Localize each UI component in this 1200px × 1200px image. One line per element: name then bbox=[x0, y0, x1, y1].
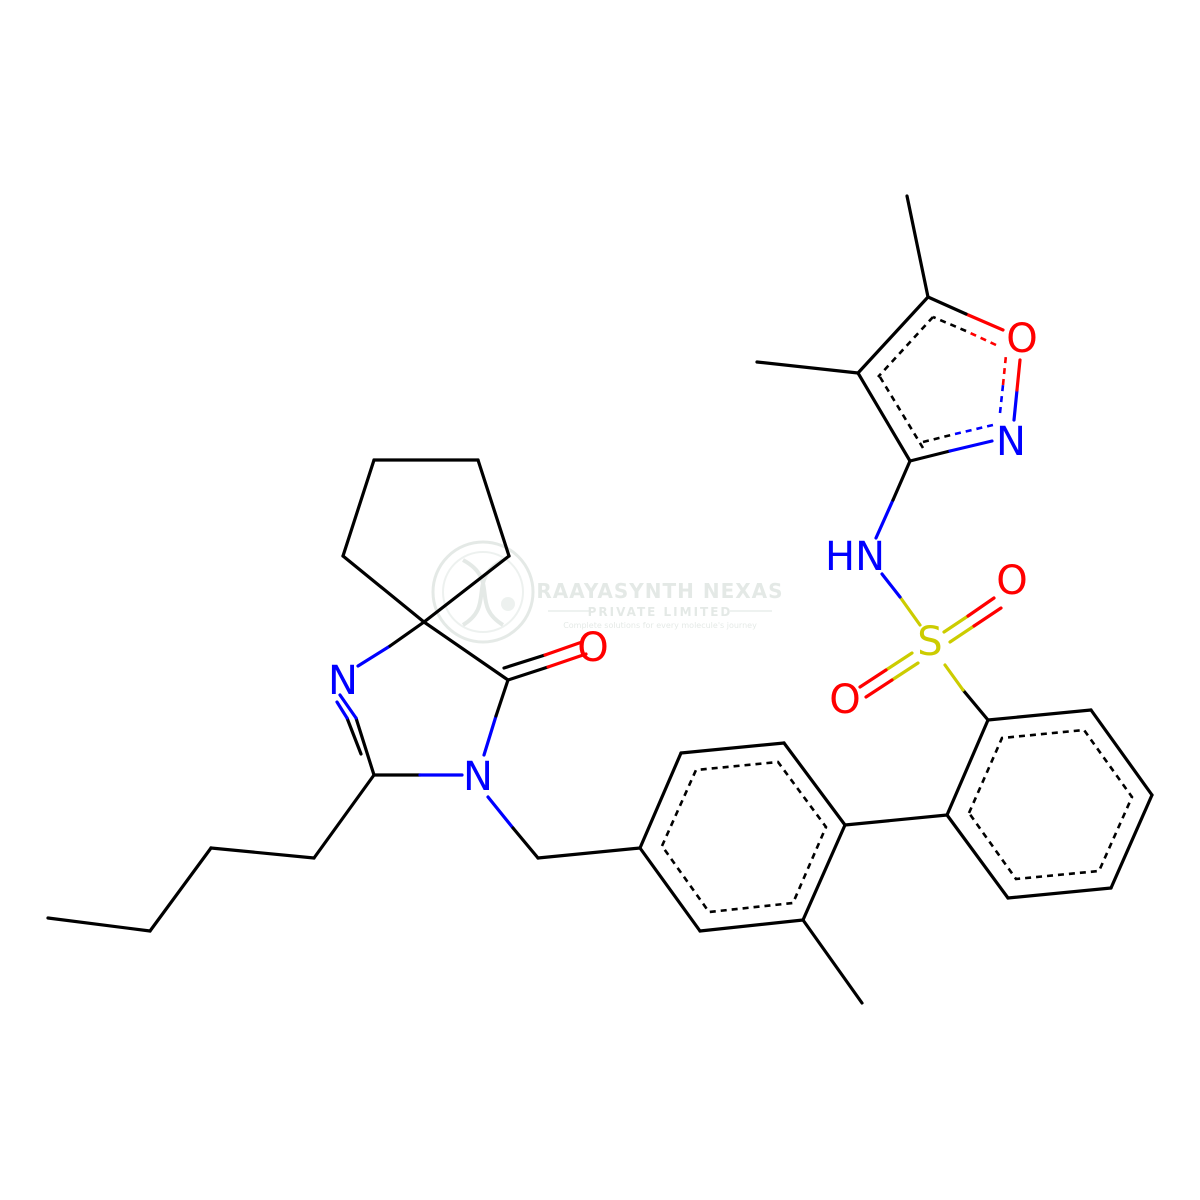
bond bbox=[46, 916, 152, 933]
bond bbox=[354, 716, 376, 777]
bond bbox=[948, 439, 994, 453]
bond bbox=[422, 554, 511, 624]
bond bbox=[1109, 793, 1154, 890]
bond bbox=[964, 312, 1005, 332]
atom-sulfonyl-oxygen-2: O bbox=[829, 677, 860, 723]
atom-sulfonamide-nh: HN bbox=[825, 534, 885, 580]
aromatic-bond bbox=[878, 376, 925, 449]
aromatic-bond bbox=[998, 384, 1005, 414]
bond bbox=[843, 813, 949, 827]
atom-amide-oxygen: O bbox=[577, 625, 608, 671]
bond bbox=[1006, 886, 1113, 900]
watermark-company: RAAYASYNTH NEXAS bbox=[536, 579, 783, 603]
atom-sulfur: S bbox=[917, 619, 942, 665]
bond bbox=[945, 813, 1010, 900]
bond bbox=[1012, 388, 1019, 422]
bond bbox=[388, 620, 426, 648]
bond bbox=[945, 718, 990, 817]
bond bbox=[698, 918, 805, 933]
bond bbox=[335, 700, 349, 720]
bond bbox=[312, 773, 376, 860]
bond bbox=[345, 716, 363, 756]
bond bbox=[856, 295, 930, 375]
bond bbox=[482, 714, 498, 757]
bond bbox=[948, 624, 976, 644]
watermark-subtitle: PRIVATE LIMITED bbox=[588, 605, 733, 619]
bond bbox=[858, 668, 888, 689]
bond bbox=[801, 823, 847, 922]
bond bbox=[422, 620, 510, 682]
watermark-logo-icon bbox=[431, 540, 535, 644]
bond bbox=[341, 458, 376, 558]
bond bbox=[755, 360, 860, 375]
aromatic-bond bbox=[965, 329, 997, 347]
bond bbox=[209, 846, 316, 860]
aromatic-bond bbox=[954, 423, 994, 436]
aromatic-bond bbox=[877, 316, 934, 378]
aromatic-ring bbox=[660, 760, 828, 914]
aromatic-ring bbox=[967, 728, 1134, 881]
bond bbox=[506, 665, 550, 682]
bond bbox=[856, 371, 912, 463]
bond bbox=[476, 458, 511, 558]
bond bbox=[898, 595, 922, 627]
bond bbox=[986, 708, 1093, 722]
aromatic-bond bbox=[922, 432, 956, 444]
atom-isoxazole-oxygen: O bbox=[1006, 316, 1037, 362]
bond bbox=[679, 741, 786, 755]
bond bbox=[884, 651, 914, 672]
bond bbox=[801, 918, 864, 1005]
bond bbox=[890, 661, 920, 682]
bond bbox=[874, 498, 895, 540]
atom-imine-nitrogen: N bbox=[328, 658, 358, 704]
watermark: RAAYASYNTH NEXAS PRIVATE LIMITED Complet… bbox=[431, 540, 783, 644]
bond bbox=[638, 846, 702, 933]
watermark-tagline: Complete solutions for every molecule's … bbox=[563, 621, 757, 630]
bond bbox=[543, 640, 584, 657]
bond bbox=[511, 826, 540, 860]
bond bbox=[972, 606, 1003, 628]
bond bbox=[148, 846, 213, 933]
aromatic-bond bbox=[932, 315, 967, 333]
bond bbox=[338, 693, 358, 720]
bond bbox=[502, 653, 547, 670]
bond bbox=[341, 554, 426, 624]
bond bbox=[638, 751, 683, 850]
bond bbox=[966, 596, 996, 618]
atom-amide-nitrogen: N bbox=[463, 754, 493, 800]
bonds bbox=[46, 194, 1154, 1005]
bond bbox=[782, 741, 847, 827]
aromatic-bond bbox=[1001, 354, 1008, 386]
bond bbox=[1089, 708, 1154, 797]
bond bbox=[942, 614, 970, 634]
bond bbox=[905, 194, 930, 299]
bond bbox=[943, 663, 965, 692]
bond bbox=[486, 795, 515, 830]
bond bbox=[1015, 358, 1022, 392]
bond bbox=[356, 644, 392, 668]
bond bbox=[880, 572, 902, 599]
bond bbox=[926, 295, 968, 316]
atom-isoxazole-nitrogen: N bbox=[996, 419, 1026, 465]
bond bbox=[891, 459, 912, 502]
bond bbox=[546, 652, 588, 669]
bond bbox=[908, 449, 952, 463]
bond bbox=[536, 846, 642, 860]
bond bbox=[961, 688, 990, 722]
bond bbox=[494, 678, 510, 718]
atom-sulfonyl-oxygen-1: O bbox=[996, 558, 1027, 604]
atom-labels: O N N O N HN S O O bbox=[328, 316, 1038, 800]
bond bbox=[864, 678, 894, 699]
